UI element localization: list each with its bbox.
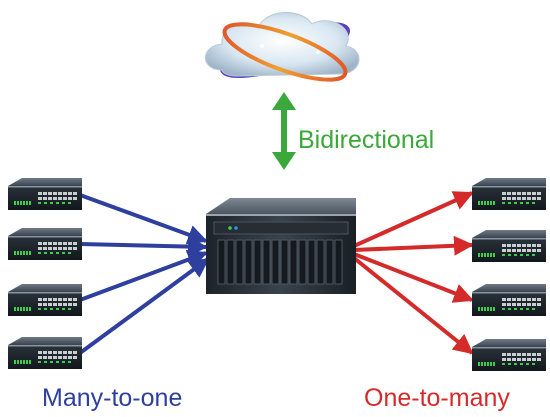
one-to-many-label: One-to-many (364, 384, 510, 412)
network-switch-icon (472, 339, 546, 371)
one-to-many-arrows (352, 191, 474, 355)
network-switch-icon (8, 178, 82, 210)
many-to-one-label: Many-to-one (42, 384, 183, 412)
cloud-icon (205, 11, 360, 82)
network-switch-icon (472, 178, 546, 210)
bidirectional-label: Bidirectional (298, 126, 435, 154)
network-switch-icon (472, 284, 546, 316)
network-switch-icon (8, 228, 82, 260)
network-switch-icon (8, 337, 82, 369)
network-switch-icon (472, 230, 546, 262)
server-icon (206, 198, 356, 294)
network-switch-icon (8, 284, 82, 316)
bidirectional-arrow (272, 92, 296, 170)
many-to-one-arrows (78, 193, 210, 355)
